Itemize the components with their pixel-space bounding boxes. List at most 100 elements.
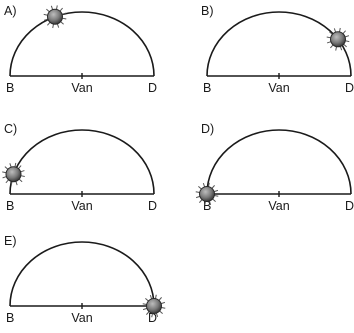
sun-ray bbox=[60, 21, 64, 25]
sun-ray bbox=[330, 44, 334, 49]
label-b-a: B bbox=[6, 81, 14, 95]
sun-ray bbox=[213, 189, 219, 193]
sun-disc bbox=[146, 298, 162, 314]
sun-ray bbox=[62, 17, 67, 20]
sun-ray bbox=[211, 185, 215, 189]
sun-ray bbox=[2, 176, 7, 179]
label-d-d: D bbox=[345, 199, 354, 213]
sun-ray bbox=[212, 198, 216, 202]
label-van-d: Van bbox=[268, 199, 289, 213]
sun-ray bbox=[329, 31, 333, 35]
sun-ray bbox=[155, 312, 159, 318]
panel-e: E) B Van D bbox=[4, 234, 166, 325]
sun-ray bbox=[158, 297, 162, 301]
sun-ray bbox=[43, 18, 49, 21]
label-b-d: B bbox=[203, 199, 211, 213]
sun-ray bbox=[199, 199, 203, 203]
sun-ray bbox=[342, 30, 346, 35]
sun-ray bbox=[207, 182, 210, 187]
sun-ray bbox=[50, 5, 54, 10]
sun-ray bbox=[43, 13, 48, 16]
sun-icon-a bbox=[43, 5, 67, 29]
sun-ray bbox=[9, 163, 12, 168]
sun-ray bbox=[208, 200, 212, 206]
sun-path-arc-d bbox=[206, 129, 352, 195]
sun-icon-b bbox=[326, 27, 350, 51]
sun-ray bbox=[20, 170, 25, 173]
label-d-b: D bbox=[345, 81, 354, 95]
sun-icon-c bbox=[2, 162, 25, 186]
label-van-c: Van bbox=[71, 199, 92, 213]
sun-icon-d bbox=[195, 182, 219, 206]
sun-disc bbox=[47, 8, 63, 25]
sun-ray bbox=[5, 179, 9, 184]
sun-path-arc-b bbox=[206, 11, 352, 77]
sun-ray bbox=[195, 191, 200, 194]
panel-b: B) B Van D bbox=[201, 4, 354, 95]
sun-ray bbox=[344, 35, 350, 38]
sun-ray bbox=[204, 201, 207, 206]
option-label-e: E) bbox=[4, 234, 17, 248]
label-van-e: Van bbox=[71, 311, 92, 325]
sun-icon-e bbox=[142, 294, 166, 318]
label-d-c: D bbox=[148, 199, 157, 213]
sun-ray bbox=[151, 313, 154, 318]
sun-ray bbox=[326, 36, 331, 39]
option-label-d: D) bbox=[201, 122, 214, 136]
label-van-b: Van bbox=[268, 81, 289, 95]
option-label-a: A) bbox=[4, 4, 17, 18]
sun-ray bbox=[198, 186, 202, 190]
sun-ray bbox=[202, 182, 206, 188]
sun-ray bbox=[61, 12, 67, 15]
sun-ray bbox=[56, 23, 60, 28]
sun-ray bbox=[46, 8, 50, 13]
sun-ray bbox=[15, 181, 18, 186]
sun-path-arc-e bbox=[9, 241, 155, 307]
label-d-e: D bbox=[148, 311, 157, 325]
sun-ray bbox=[159, 310, 163, 314]
sun-disc bbox=[5, 166, 22, 183]
sun-ray bbox=[335, 46, 338, 51]
panel-d: D) B Van D bbox=[195, 122, 354, 213]
option-label-b: B) bbox=[201, 4, 214, 18]
sun-ray bbox=[146, 311, 150, 315]
sun-ray bbox=[14, 162, 17, 167]
sun-ray bbox=[345, 40, 350, 43]
sun-ray bbox=[195, 195, 201, 199]
sun-ray bbox=[18, 178, 23, 183]
sun-disc bbox=[199, 186, 215, 202]
sun-ray bbox=[52, 23, 55, 29]
sun-disc bbox=[330, 31, 346, 48]
sun-path-arc-a bbox=[9, 11, 155, 77]
label-b-b: B bbox=[203, 81, 211, 95]
sun-ray bbox=[55, 5, 58, 10]
sun-ray bbox=[154, 294, 157, 299]
sun-ray bbox=[343, 43, 347, 48]
sun-ray bbox=[145, 298, 149, 302]
option-label-c: C) bbox=[4, 122, 17, 136]
label-b-e: B bbox=[6, 311, 14, 325]
sun-ray bbox=[4, 166, 9, 170]
sun-ray bbox=[142, 303, 147, 306]
panel-a: A) B Van D bbox=[4, 4, 157, 95]
sun-ray bbox=[47, 21, 51, 26]
sun-ray bbox=[161, 306, 166, 309]
sun-ray bbox=[160, 301, 166, 305]
sun-ray bbox=[18, 165, 22, 169]
sun-ray bbox=[10, 181, 13, 186]
sun-ray bbox=[333, 28, 337, 33]
sun-ray bbox=[59, 7, 63, 12]
sun-ray bbox=[149, 294, 153, 300]
sun-ray bbox=[339, 46, 343, 51]
panel-c: C) B Van D bbox=[2, 122, 157, 213]
label-van-a: Van bbox=[71, 81, 92, 95]
label-d-a: D bbox=[148, 81, 157, 95]
sun-path-arc-c bbox=[9, 129, 155, 195]
sun-ray bbox=[214, 194, 219, 197]
sun-ray bbox=[338, 27, 341, 33]
label-b-c: B bbox=[6, 199, 14, 213]
sun-ray bbox=[326, 41, 332, 44]
sun-ray bbox=[2, 171, 7, 174]
sun-ray bbox=[142, 307, 148, 311]
